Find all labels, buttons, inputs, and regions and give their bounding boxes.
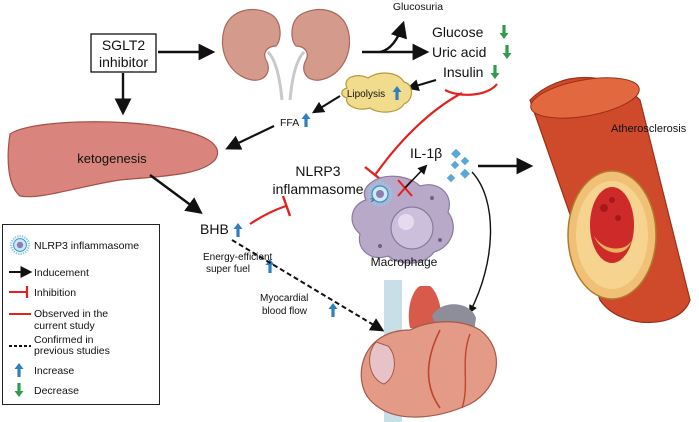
legend-increase-icon bbox=[14, 363, 24, 377]
bhb-inhibits-nlrp3 bbox=[249, 195, 292, 225]
insulin-decrease-icon bbox=[490, 65, 500, 79]
artery-icon bbox=[529, 76, 691, 324]
bhb-label: BHB bbox=[200, 221, 229, 237]
blood-flow-label-2: blood flow bbox=[262, 306, 308, 317]
legend-label-inhibition: Inhibition bbox=[34, 287, 76, 299]
liver-icon: ketogenesis bbox=[7, 121, 218, 198]
arrow-to-bhb bbox=[149, 174, 203, 214]
heart-icon bbox=[360, 280, 497, 422]
legend-label-decrease: Decrease bbox=[34, 385, 79, 397]
energy-label-1: Energy-efficient bbox=[203, 252, 273, 263]
legend-inhibition-symbol bbox=[9, 286, 29, 298]
legend-label-inducement: Inducement bbox=[34, 267, 89, 279]
glucose-decrease-icon bbox=[499, 25, 509, 39]
inhibitor-label: inhibitor bbox=[99, 54, 148, 70]
sglt2-inhibitor-box: SGLT2 inhibitor bbox=[90, 33, 157, 73]
arrow-to-glucosuria bbox=[379, 20, 408, 54]
legend-decrease-icon bbox=[14, 383, 24, 397]
ketogenesis-label: ketogenesis bbox=[77, 151, 147, 166]
glucosuria-label: Glucosuria bbox=[393, 1, 443, 13]
energy-label-2: super fuel bbox=[206, 264, 250, 275]
legend-label-confirmed-2: previous studies bbox=[34, 345, 110, 357]
legend-label-increase: Increase bbox=[34, 365, 74, 377]
atherosclerosis-label: Atherosclerosis bbox=[611, 123, 687, 135]
nlrp3-label-1: NLRP3 bbox=[295, 163, 340, 179]
legend-label-observed-1: Observed in the bbox=[34, 308, 108, 320]
kidneys-icon bbox=[221, 8, 351, 101]
arrow-to-il1b bbox=[404, 164, 428, 189]
legend-label-inflammasome: NLRP3 inflammasome bbox=[34, 240, 139, 252]
legend-label-observed-2: current study bbox=[34, 320, 95, 332]
arrow-lipolysis-to-ffa bbox=[311, 95, 341, 114]
legend-label-confirmed-1: Confirmed in bbox=[34, 334, 94, 346]
legend-inflammasome-icon bbox=[9, 234, 31, 256]
cytokine-diamonds-icon bbox=[446, 148, 470, 183]
glucose-label: Glucose bbox=[432, 24, 484, 40]
lipolysis-label: Lipolysis bbox=[347, 89, 385, 100]
bhb-increase-icon bbox=[233, 223, 243, 237]
insulin-label: Insulin bbox=[443, 64, 483, 80]
uric-acid-decrease-icon bbox=[502, 45, 512, 59]
arrow-ffa-to-liver bbox=[225, 125, 275, 150]
legend: NLRP3 inflammasome Inducement Inhibition… bbox=[2, 224, 160, 405]
uric-acid-label: Uric acid bbox=[432, 44, 486, 60]
ffa-increase-icon bbox=[301, 113, 311, 127]
nlrp3-label-2: inflammasome bbox=[272, 181, 363, 197]
lipolysis-fat-icon: Lipolysis bbox=[341, 72, 413, 113]
macrophage-label: Macrophage bbox=[371, 255, 438, 269]
ffa-label: FFA bbox=[280, 117, 299, 129]
blood-flow-label-1: Myocardial bbox=[260, 293, 308, 304]
arrow-il1b-to-heart bbox=[469, 171, 492, 314]
blood-flow-increase-icon bbox=[328, 303, 338, 317]
dashed-arrow-bhb-to-heart bbox=[231, 239, 385, 332]
il1b-label: IL-1β bbox=[410, 145, 442, 161]
sglt2-label: SGLT2 bbox=[102, 37, 146, 53]
